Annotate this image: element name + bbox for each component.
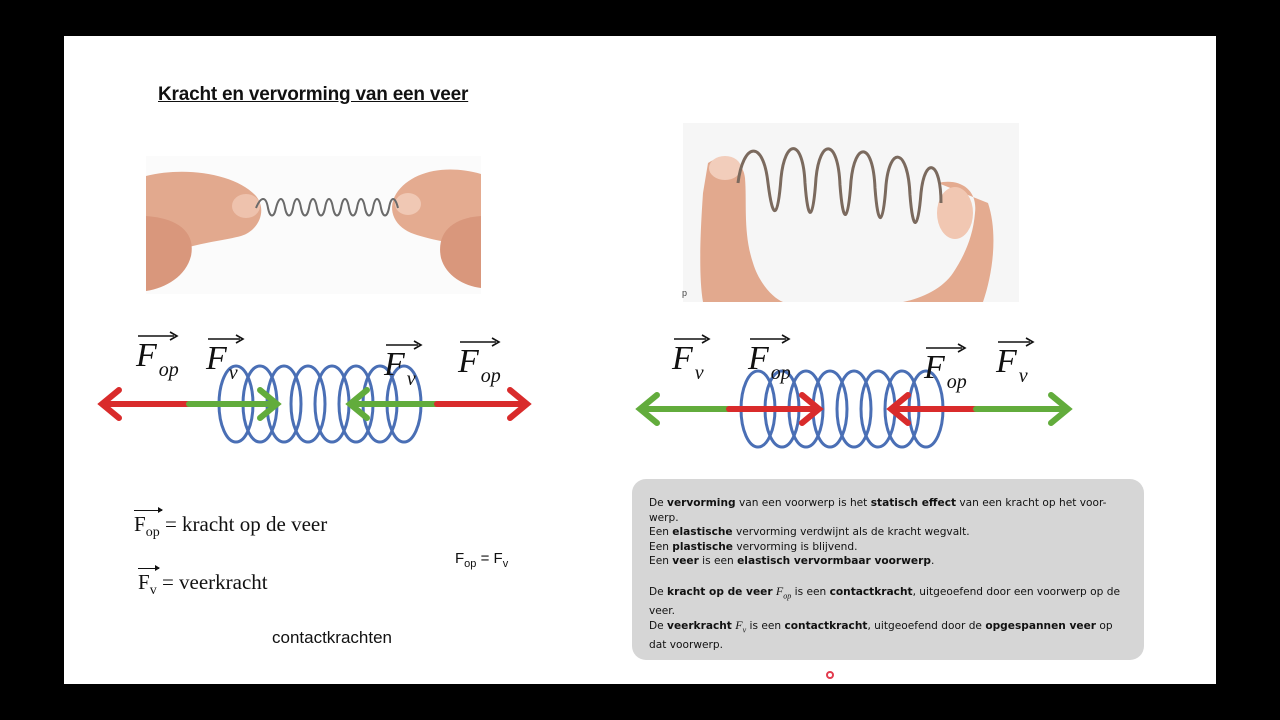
slide-title: Kracht en vervorming van een veer	[158, 84, 469, 105]
contact-forces-label: contactkrachten	[272, 628, 393, 647]
vector-fv: Fv	[138, 565, 160, 598]
formula-fv-definition: Fv = veerkracht	[138, 565, 268, 598]
right-arrows	[635, 392, 1073, 426]
formula-fop-definition: Fop = kracht op de veer	[134, 507, 328, 540]
formula-equality: Fop = Fv	[455, 550, 509, 570]
pointer-cursor	[826, 671, 834, 679]
definition-box: De vervorming van een voorwerp is het st…	[632, 479, 1144, 660]
photo-corner-mark: p	[682, 288, 688, 298]
vector-fop: Fop	[134, 507, 163, 540]
vector-fop-inline: Fop	[775, 584, 792, 601]
left-arrows	[97, 387, 532, 421]
definition-paragraph-2: De kracht op de veer Fop is een contactk…	[649, 584, 1120, 652]
vector-fv-inline: Fv	[735, 618, 747, 635]
photo-compressed-spring	[683, 123, 1019, 302]
definition-paragraph-1: De vervorming van een voorwerp is het st…	[649, 497, 1107, 567]
photo-stretched-spring	[146, 156, 481, 294]
slide: Kracht en vervorming van een veer p	[64, 36, 1216, 684]
